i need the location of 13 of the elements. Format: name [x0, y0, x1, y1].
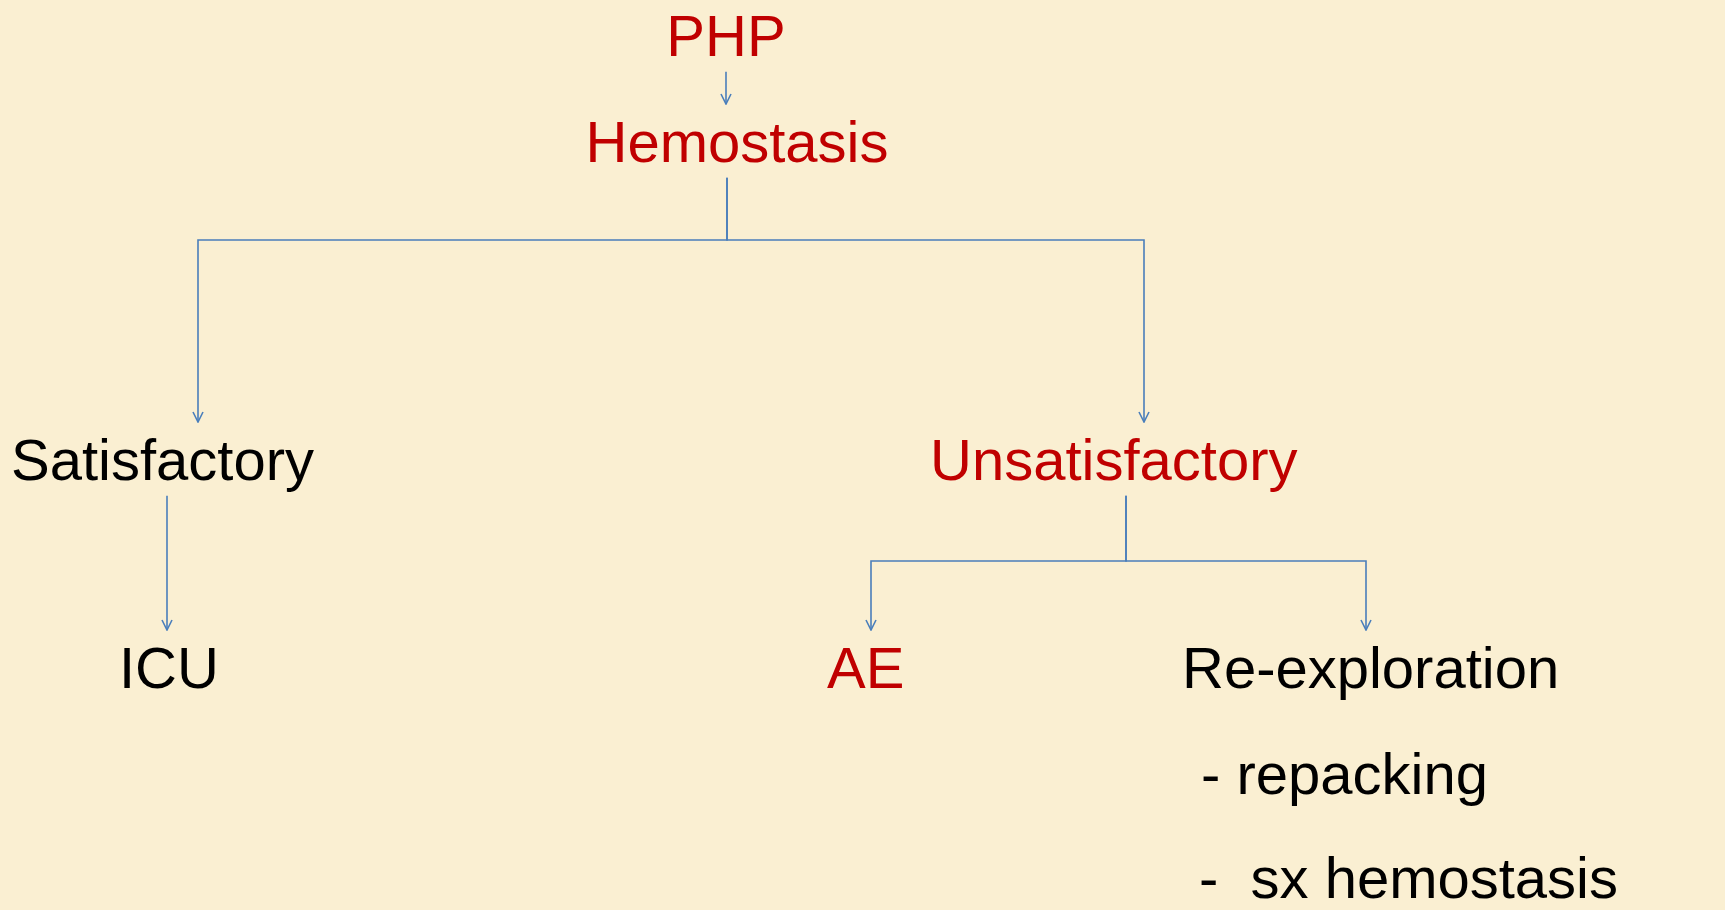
arrow [1125, 495, 1372, 631]
arrow [720, 71, 732, 105]
list-item: - repacking [1201, 742, 1488, 806]
list-item: - sx hemostasis [1199, 846, 1618, 910]
arrow [726, 177, 1150, 423]
outcome-label: Satisfactory [11, 428, 314, 492]
outcome-label: Unsatisfactory [930, 428, 1298, 492]
outcome-label: Re-exploration [1182, 636, 1560, 700]
node-label: PHP [666, 4, 786, 68]
outcome-label: ICU [119, 636, 219, 700]
outcome-label: AE [827, 636, 905, 700]
arrow [161, 495, 173, 631]
node-label: Hemostasis [585, 110, 889, 174]
